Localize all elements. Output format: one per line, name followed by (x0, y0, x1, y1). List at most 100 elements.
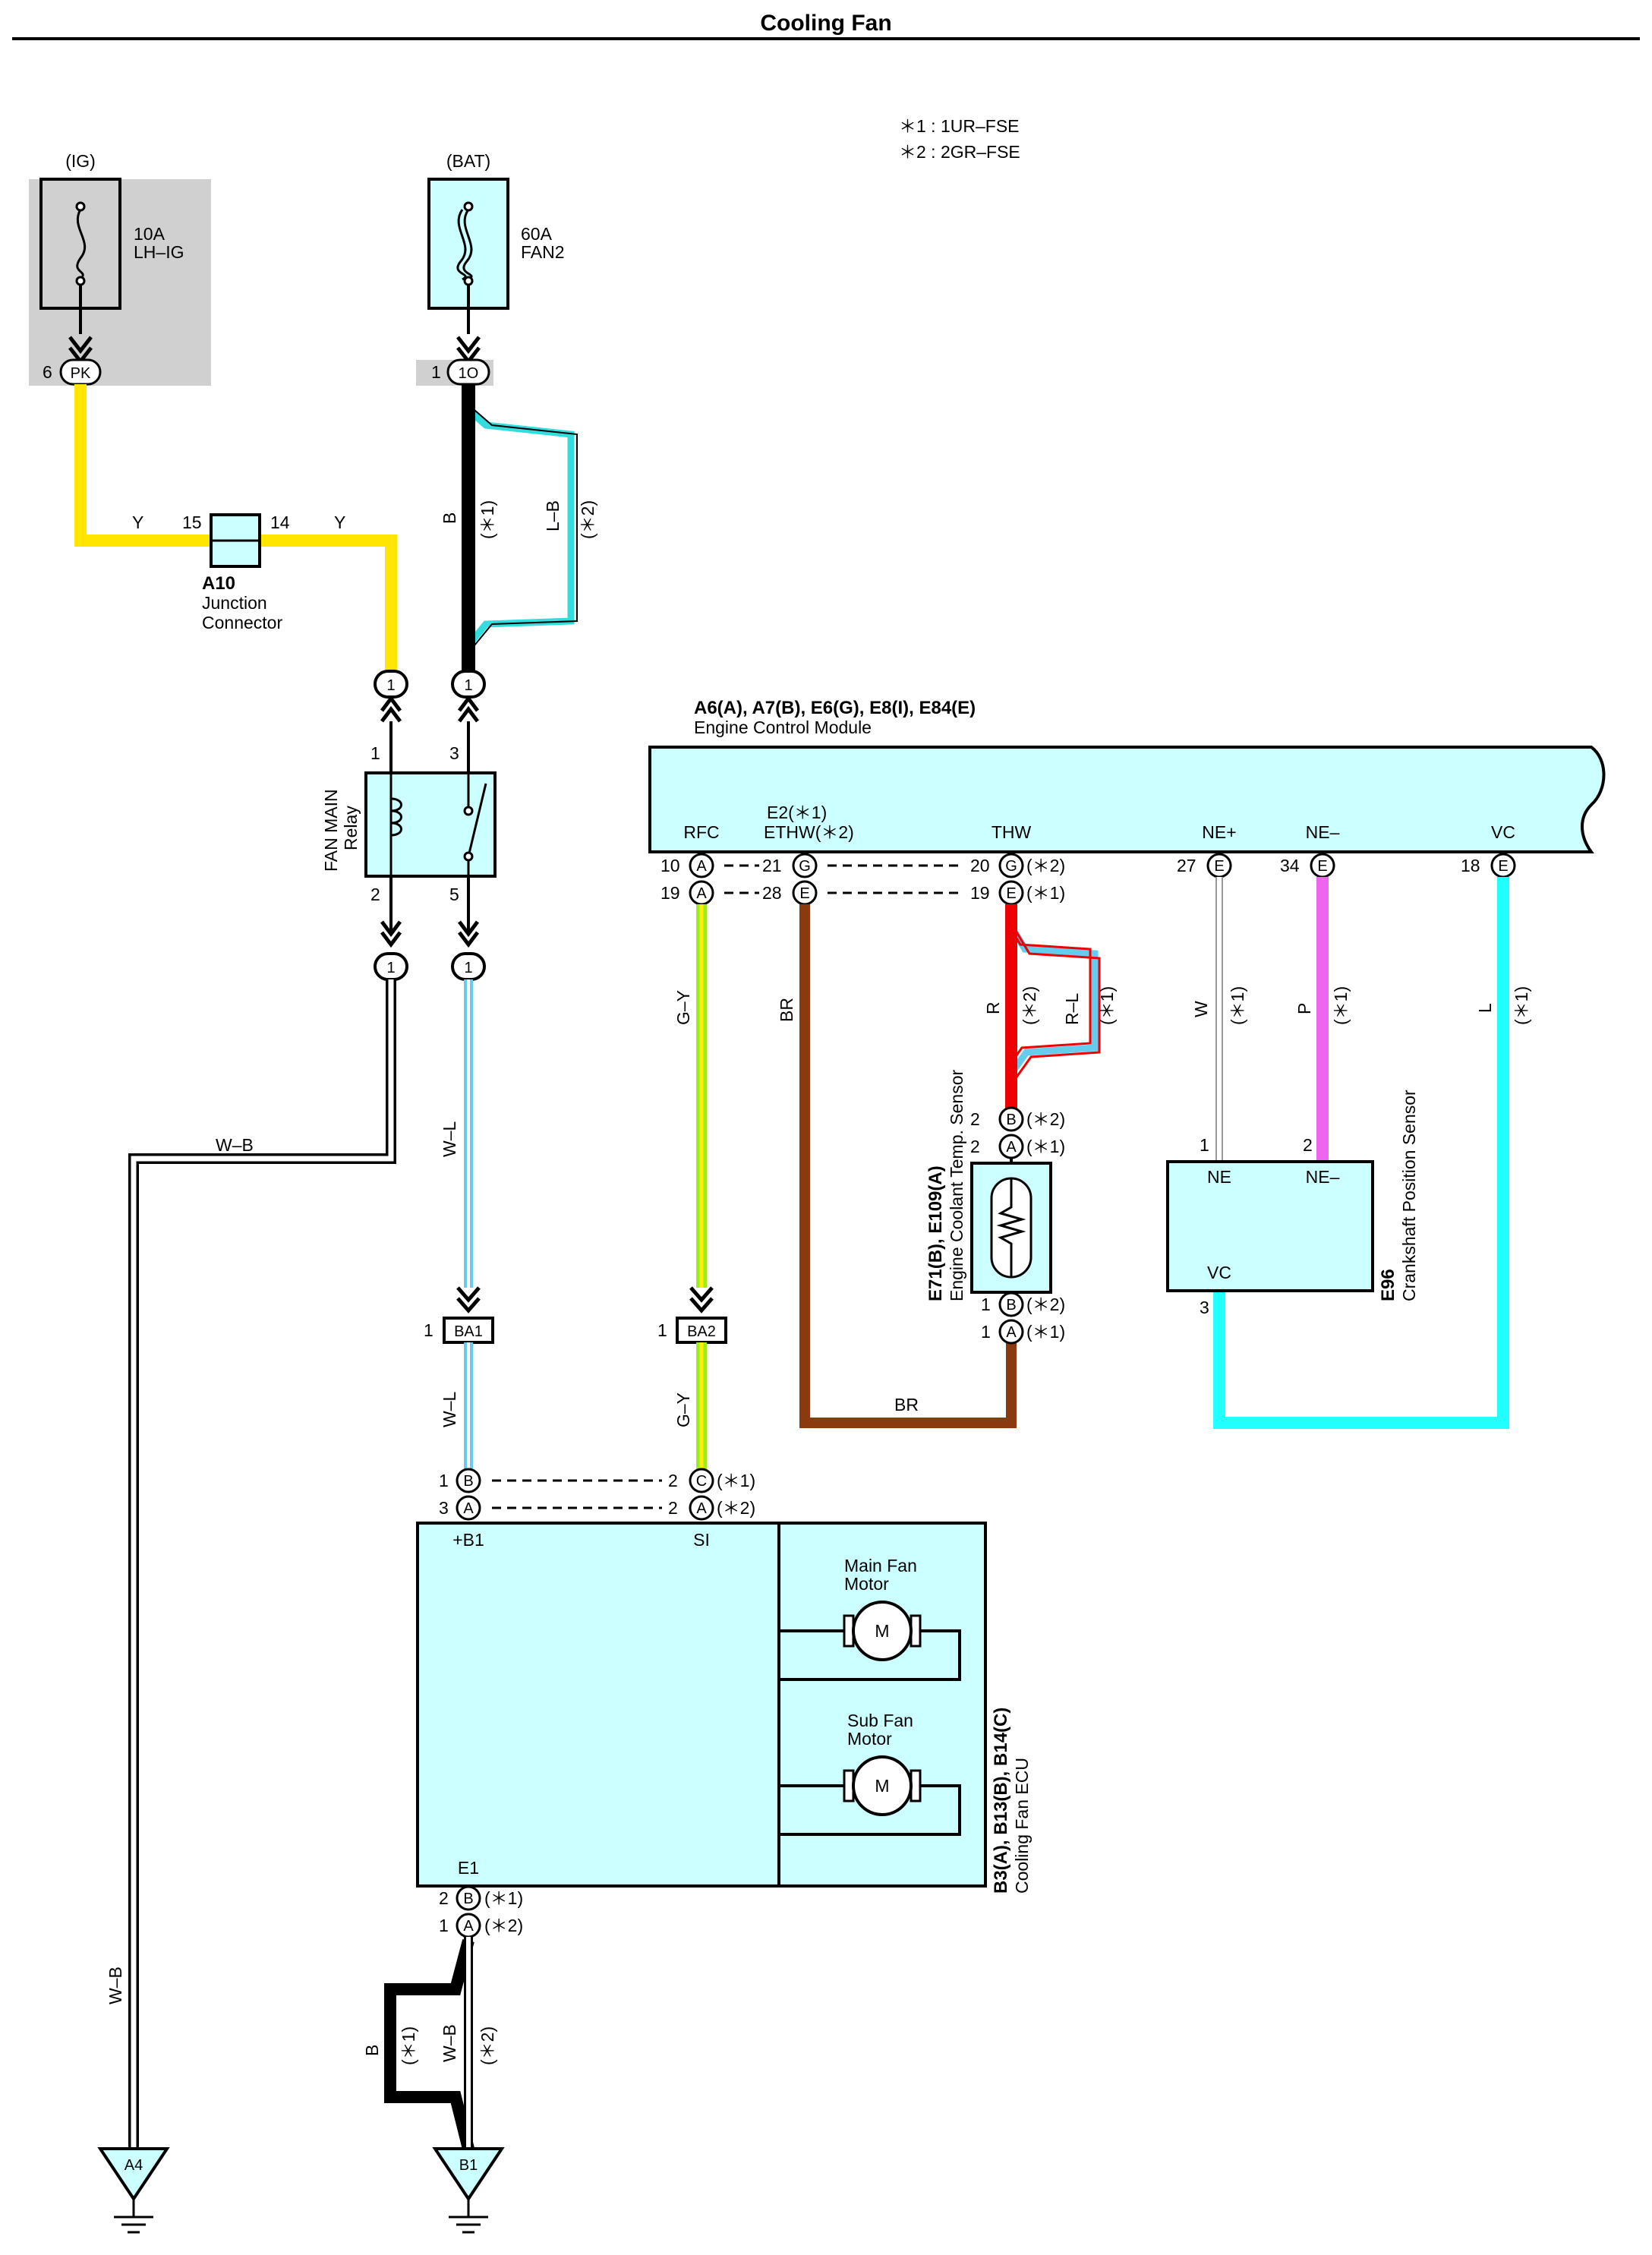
svg-text:2: 2 (970, 1109, 980, 1129)
svg-text:2: 2 (439, 1888, 449, 1908)
svg-text:W–B: W–B (440, 2024, 459, 2062)
fuse-bat-block: (BAT) 60A FAN2 1 1O (416, 151, 565, 386)
wire-wl-label-lower: W–L (440, 1392, 459, 1428)
page-title: Cooling Fan (760, 11, 891, 36)
wire-lb (465, 407, 575, 648)
junction-name-1: Junction (202, 593, 267, 613)
svg-text:B: B (463, 1891, 473, 1907)
svg-text:NE: NE (1207, 1167, 1231, 1187)
legend-note-2: ＊2 : 2GR–FSE (899, 142, 1020, 162)
fuse-bat-rating: 60A (521, 224, 553, 244)
svg-text:3: 3 (1200, 1298, 1209, 1317)
wire-l-variant: (＊1) (1512, 986, 1531, 1025)
relay-name-2: Relay (341, 806, 361, 850)
svg-text:VC: VC (1207, 1263, 1231, 1282)
sub-fan-motor-label-2: Motor (847, 1729, 892, 1749)
main-fan-motor-icon: M (779, 1601, 961, 1681)
svg-text:BA2: BA2 (687, 1323, 716, 1340)
fuse-ig-header: (IG) (65, 151, 96, 171)
svg-text:1: 1 (386, 677, 395, 694)
fan-ecu-name: Cooling Fan ECU (1012, 1758, 1032, 1894)
svg-text:(＊1): (＊1) (717, 1471, 755, 1490)
svg-text:ETHW(＊2): ETHW(＊2) (764, 822, 854, 842)
svg-text:E: E (799, 885, 809, 902)
svg-text:1: 1 (657, 1320, 667, 1340)
svg-text:19: 19 (970, 883, 990, 903)
relay-in-connector-3: 1 (451, 670, 486, 723)
junction-code: A10 (202, 573, 235, 594)
relay-pin-5: 5 (449, 885, 459, 904)
wire-rl-variant: (＊1) (1097, 986, 1117, 1025)
svg-text:1: 1 (464, 960, 472, 976)
svg-text:1: 1 (464, 677, 472, 694)
svg-text:BA1: BA1 (454, 1323, 483, 1340)
sensor-codes: E71(B), E109(A) (925, 1165, 946, 1301)
svg-text:1: 1 (439, 1471, 449, 1490)
svg-text:NE–: NE– (1306, 1167, 1340, 1187)
svg-text:A: A (696, 885, 707, 902)
sensor-name: Engine Coolant Temp. Sensor (947, 1070, 966, 1301)
relay-pin-2: 2 (370, 885, 380, 904)
ground-a4: A4 (97, 2147, 170, 2234)
svg-text:M: M (875, 1776, 889, 1796)
fuse-bat-arrow (456, 336, 481, 365)
svg-text:B1: B1 (459, 2157, 478, 2174)
svg-text:(＊2): (＊2) (484, 1916, 523, 1935)
svg-text:+B1: +B1 (452, 1530, 484, 1550)
thermistor-symbol (996, 1178, 1026, 1277)
svg-text:A: A (1006, 1139, 1017, 1156)
svg-text:10: 10 (660, 856, 680, 875)
fan-ecu-codes: B3(A), B13(B), B14(C) (991, 1708, 1011, 1894)
junction-name-2: Connector (202, 613, 282, 632)
svg-text:2: 2 (970, 1137, 980, 1156)
wire-br-label-bottom: BR (894, 1395, 919, 1414)
svg-text:B: B (463, 1473, 473, 1490)
junction-connector-a10: 15 14 A10 Junction Connector (182, 512, 290, 632)
svg-text:(＊1): (＊1) (399, 2026, 418, 2065)
svg-text:A4: A4 (125, 2157, 143, 2174)
svg-text:E2(＊1): E2(＊1) (767, 803, 827, 822)
fuse-ig-name: LH–IG (134, 242, 184, 262)
ground-b1: B1 (432, 2147, 505, 2234)
wire-br-label-side: BR (777, 998, 796, 1022)
svg-text:E: E (1498, 858, 1508, 875)
svg-text:34: 34 (1280, 856, 1300, 875)
wire-l (1213, 877, 1509, 1429)
svg-text:28: 28 (762, 883, 782, 903)
svg-text:(＊1): (＊1) (484, 1888, 523, 1908)
wire-p-variant: (＊1) (1331, 986, 1351, 1025)
ecm-pins: 10 A 19 A 21 G 28 E 20 G (＊2) 19 E (＊1) … (660, 853, 1516, 906)
svg-text:B: B (1006, 1112, 1016, 1128)
svg-text:E1: E1 (458, 1858, 479, 1878)
wire-b-variant: (＊1) (478, 500, 497, 539)
svg-text:A: A (1006, 1324, 1017, 1341)
ecm-name: Engine Control Module (694, 718, 872, 737)
wire-gy-label-lower: G–Y (673, 1392, 693, 1427)
svg-text:VC: VC (1491, 822, 1515, 842)
connector-ba1: 1 BA1 (424, 1317, 494, 1344)
svg-text:E: E (1006, 885, 1016, 902)
fuse-bat-conn-label: 1O (459, 365, 479, 382)
svg-text:(＊2): (＊2) (1026, 856, 1065, 875)
cooling-fan-ecu: +B1 SI E1 Main Fan Motor M Sub Fan Motor… (416, 1522, 1032, 1894)
ba1-arrow (456, 1286, 481, 1314)
svg-text:(＊2): (＊2) (478, 2026, 497, 2065)
relay-name-1: FAN MAIN (321, 789, 341, 872)
svg-text:E: E (1317, 858, 1327, 875)
crankshaft-position-sensor: 1 2 NE NE– VC 3 E96 Crankshaft Position … (1166, 1090, 1419, 1317)
fuse-bat-pin: 1 (431, 362, 441, 382)
wire-b-ground (384, 1938, 474, 2150)
svg-text:1: 1 (424, 1320, 433, 1340)
wire-y-label-left: Y (132, 512, 143, 532)
wire-w-label: W (1191, 1001, 1211, 1017)
svg-text:C: C (696, 1473, 707, 1490)
svg-text:1: 1 (386, 960, 395, 976)
svg-text:G: G (799, 858, 811, 875)
fuse-bat-symbol (456, 209, 473, 281)
fuse-bat-name: FAN2 (521, 242, 565, 262)
svg-text:19: 19 (660, 883, 680, 903)
wire-br (799, 904, 1017, 1428)
relay-in-connector-1: 1 (374, 670, 408, 723)
svg-text:21: 21 (762, 856, 782, 875)
